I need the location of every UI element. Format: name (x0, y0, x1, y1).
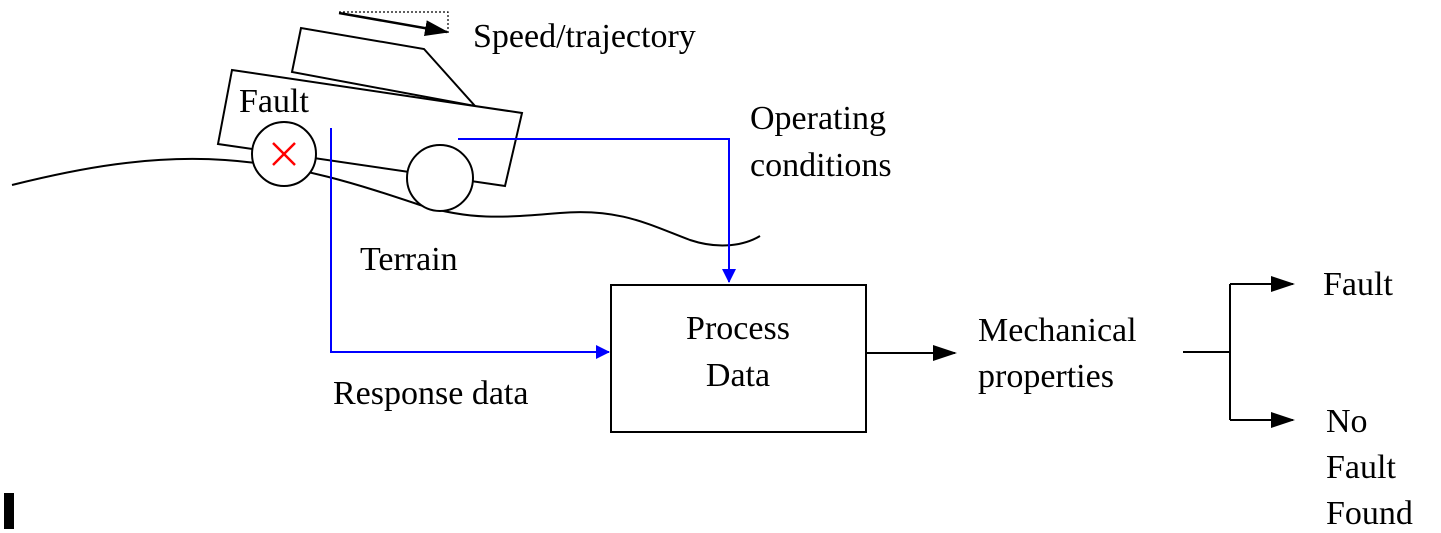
operating-conditions-connector (458, 138, 736, 283)
operating-conditions-label-line2: conditions (750, 147, 892, 184)
rear-wheel (406, 144, 474, 212)
process-data-box (610, 284, 867, 433)
bullet-mark (4, 493, 14, 529)
response-data-label: Response data (333, 375, 528, 412)
response-data-connector (330, 128, 610, 359)
speed-trajectory-label: Speed/trajectory (473, 18, 696, 55)
mechanical-properties-label-line2: properties (978, 358, 1114, 395)
outcome-no-fault-label-line2: Fault (1326, 449, 1396, 486)
fault-x-icon (272, 142, 296, 166)
terrain-curve (11, 157, 761, 247)
mechanical-properties-label-line1: Mechanical (978, 312, 1137, 349)
outcome-no-fault-label-line3: Found (1326, 495, 1413, 532)
operating-conditions-label-line1: Operating (750, 100, 886, 137)
process-data-label-line1: Process (686, 310, 790, 347)
vehicle (216, 26, 524, 212)
terrain-label: Terrain (360, 241, 458, 278)
decision-split-connector (1183, 276, 1295, 428)
vehicle-cab (290, 26, 478, 108)
process-data-label-line2: Data (706, 357, 770, 394)
outcome-fault-label: Fault (1323, 266, 1393, 303)
speed-arrow-icon (338, 11, 449, 37)
outcome-no-fault-label-line1: No (1326, 403, 1368, 440)
vehicle-fault-label: Fault (239, 83, 309, 120)
